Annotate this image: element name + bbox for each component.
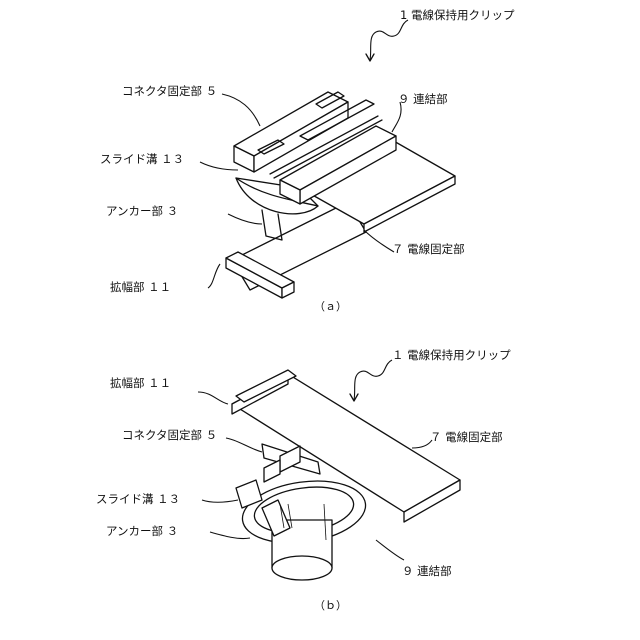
caption-b: （ｂ） xyxy=(314,600,347,611)
caption-a: （ａ） xyxy=(314,301,347,312)
label-wire-fixing-b: ７ 電線固定部 xyxy=(430,432,503,444)
figure-a-title: 1 電線保持用クリップ xyxy=(400,10,514,22)
label-connector-fixing-b: コネクタ固定部 ５ xyxy=(122,430,217,442)
figure-a-drawing xyxy=(226,20,455,298)
label-slide-groove-b: スライド溝 １３ xyxy=(96,494,180,506)
figure-b-title-arrow xyxy=(354,360,392,400)
label-coupling-b: ９ 連結部 xyxy=(402,566,452,578)
label-widened-b: 拡幅部 １１ xyxy=(110,378,171,390)
label-coupling-a: ９ 連結部 xyxy=(398,94,448,106)
label-widened-a: 拡幅部 １１ xyxy=(110,282,171,294)
label-wire-fixing-a: ７ 電線固定部 xyxy=(392,244,465,256)
figure-a-title-arrow xyxy=(370,20,408,60)
label-anchor-b: アンカー部 ３ xyxy=(106,526,178,538)
label-connector-fixing-a: コネクタ固定部 ５ xyxy=(122,86,217,98)
label-anchor-a: アンカー部 ３ xyxy=(106,206,178,218)
figure-b-title: １ 電線保持用クリップ xyxy=(392,350,511,362)
figure-b-drawing xyxy=(232,360,460,580)
label-slide-groove-a: スライド溝 １３ xyxy=(100,154,184,166)
